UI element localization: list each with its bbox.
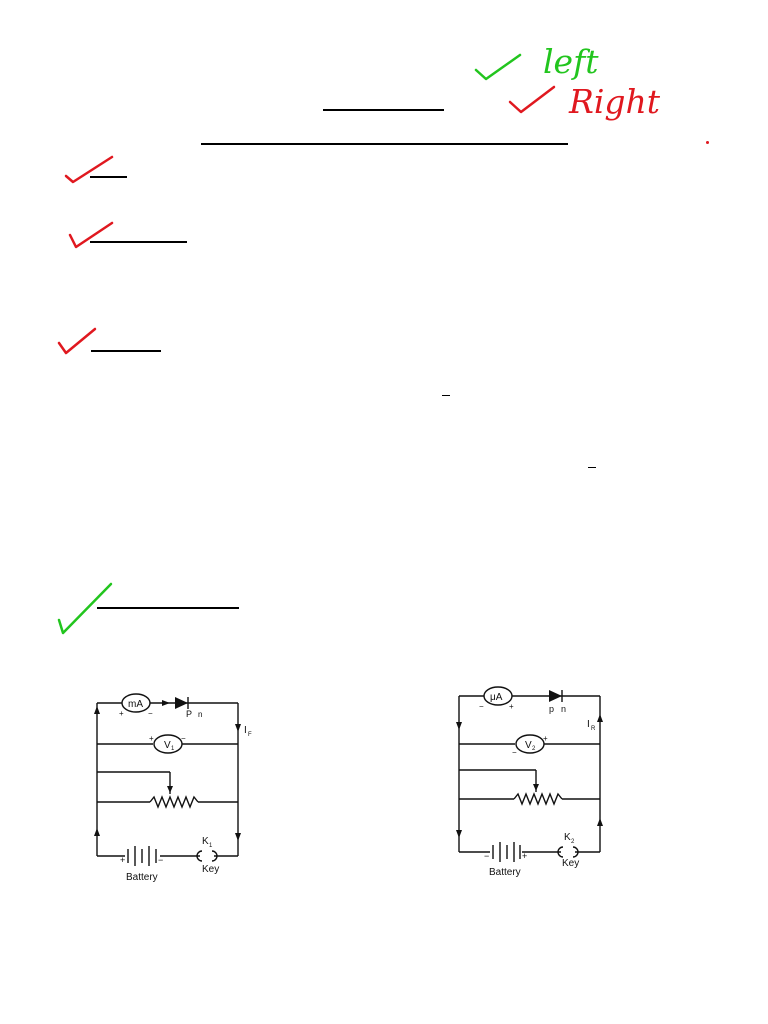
forward-bias-circuit: mA + − P n I F V 1 + − + − Battery K 1 K… <box>94 693 252 883</box>
reverse-ammeter-label: μA <box>490 692 503 703</box>
reverse-battery-label: Battery <box>489 867 521 878</box>
forward-diode-p: P <box>186 709 192 719</box>
forward-key-sub: 1 <box>209 843 213 849</box>
reverse-key-sub: 2 <box>571 839 575 845</box>
reverse-key-label: Key <box>562 858 579 869</box>
right-note: Right <box>569 82 661 121</box>
forward-key-label: Key <box>202 864 219 875</box>
red-check-icon-apparatus <box>68 221 114 249</box>
forward-battery-plus: + <box>120 855 125 865</box>
forward-current-label: I <box>244 725 247 736</box>
forward-voltmeter-sub: 1 <box>171 746 175 752</box>
title-underline-long <box>201 143 568 145</box>
forward-current-sub: F <box>248 732 252 738</box>
reverse-battery-plus: + <box>522 851 527 861</box>
green-check-icon-top <box>474 53 522 81</box>
forward-ammeter-plus: + <box>119 709 124 718</box>
reverse-voltmeter-label: V <box>525 740 532 751</box>
forward-voltmeter-label: V <box>164 740 171 751</box>
section-diagram-underline <box>97 607 239 609</box>
title-underline-short <box>323 109 444 111</box>
section-theory-underline <box>91 350 161 352</box>
red-check-icon-aim <box>64 155 114 184</box>
green-check-icon-diagram <box>57 582 113 635</box>
forward-battery-label: Battery <box>126 872 158 883</box>
theory-mark-2 <box>588 467 596 468</box>
section-apparatus-underline <box>90 241 187 243</box>
reverse-key-symbol: K <box>564 832 571 843</box>
reverse-voltmeter-minus: − <box>512 748 517 757</box>
reverse-current-sub: R <box>591 726 596 732</box>
reverse-diode-p: p <box>549 704 554 714</box>
reverse-ammeter-plus: + <box>509 702 514 711</box>
forward-voltmeter-minus: − <box>181 734 186 743</box>
forward-key-symbol: K <box>202 836 209 847</box>
forward-diode-n: n <box>198 710 202 719</box>
forward-voltmeter-plus: + <box>149 734 154 743</box>
reverse-voltmeter-sub: 2 <box>532 746 536 752</box>
reverse-ammeter-minus: − <box>479 702 484 711</box>
forward-ammeter-label: mA <box>128 699 143 710</box>
reverse-bias-circuit: μA − + p n I R V 2 − + − + Battery K 2 K… <box>456 686 603 878</box>
reverse-voltmeter-plus: + <box>543 734 548 743</box>
red-check-icon-top <box>508 85 556 114</box>
section-aim-underline <box>90 176 127 178</box>
red-check-icon-theory <box>57 327 97 355</box>
reverse-current-label: I <box>587 719 590 730</box>
reverse-battery-minus: − <box>484 851 489 861</box>
forward-ammeter-minus: − <box>148 709 153 718</box>
theory-mark-1 <box>442 395 450 396</box>
left-note: left <box>543 42 599 81</box>
stray-dot <box>706 141 709 144</box>
forward-battery-minus: − <box>158 855 163 865</box>
reverse-diode-n: n <box>561 704 566 714</box>
